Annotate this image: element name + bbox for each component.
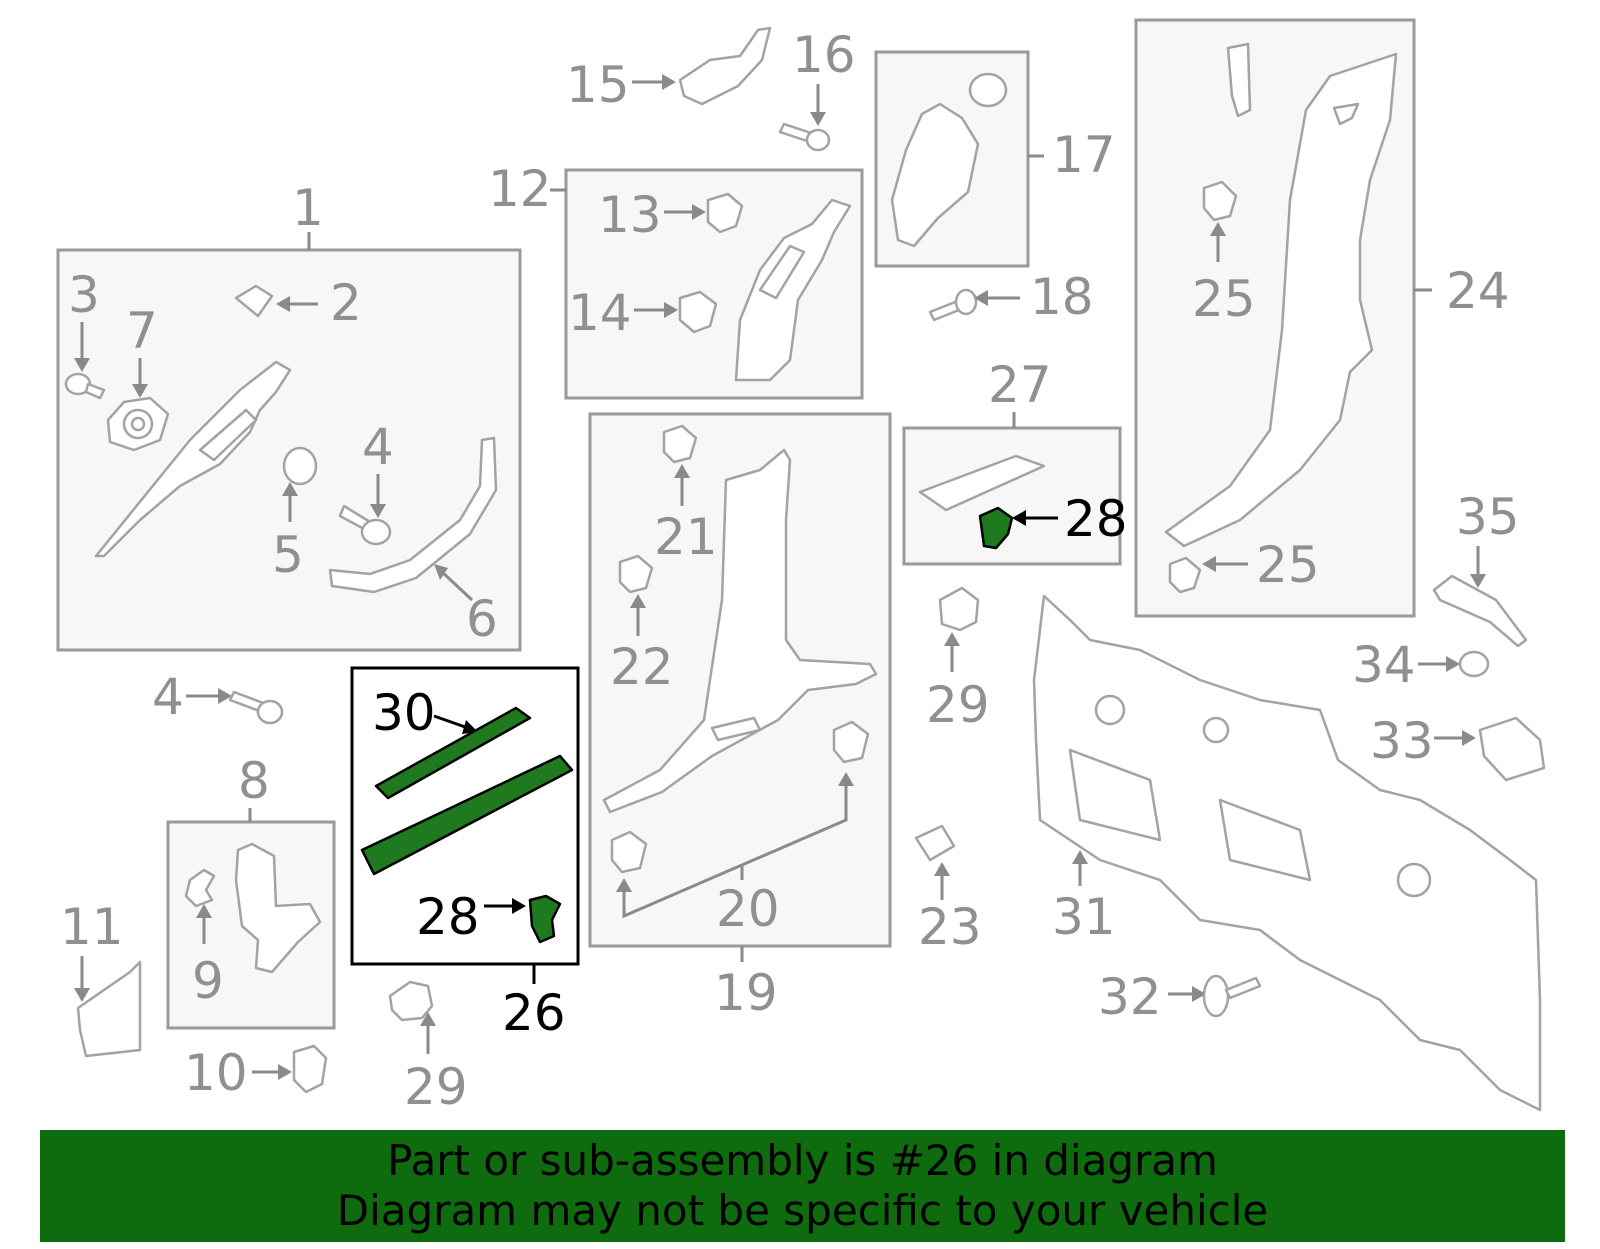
part-28-clip-lower[interactable] xyxy=(528,894,562,944)
callout-8: 8 xyxy=(238,752,270,810)
callout-15: 15 xyxy=(566,56,630,114)
part-14-clip xyxy=(678,290,718,334)
callout-29-lower: 29 xyxy=(404,1058,468,1116)
callout-20: 20 xyxy=(716,880,780,938)
part-25-clip-lower xyxy=(1168,556,1202,594)
callout-29-upper: 29 xyxy=(926,676,990,734)
part-21-clip xyxy=(662,424,698,464)
part-22-clip xyxy=(618,554,654,594)
part-2-clip xyxy=(234,284,274,318)
part-17-grommet xyxy=(968,72,1008,108)
part-15-bracket xyxy=(678,26,772,106)
callout-14: 14 xyxy=(568,284,632,342)
part-34-nut xyxy=(1458,650,1490,678)
callout-1: 1 xyxy=(292,179,324,237)
part-20-clip-left xyxy=(610,830,648,874)
callout-33: 33 xyxy=(1370,712,1434,770)
callout-31: 31 xyxy=(1052,888,1116,946)
callout-30: 30 xyxy=(372,684,436,742)
part-24-bracket xyxy=(1226,42,1252,118)
part-5-clip xyxy=(282,446,318,486)
callout-4-upper: 4 xyxy=(362,418,394,476)
callout-7: 7 xyxy=(126,302,158,360)
callout-19: 19 xyxy=(714,964,778,1022)
callout-3: 3 xyxy=(68,266,100,324)
part-1-pillar-trim xyxy=(94,360,292,558)
callout-18: 18 xyxy=(1030,268,1094,326)
part-27-vent xyxy=(918,454,1046,512)
part-6-trim-strip xyxy=(328,436,498,594)
callout-35: 35 xyxy=(1456,488,1520,546)
callout-28-upper: 28 xyxy=(1064,490,1128,548)
callout-11: 11 xyxy=(60,898,124,956)
callout-16: 16 xyxy=(792,26,856,84)
part-25-clip-upper xyxy=(1202,180,1238,222)
callout-13: 13 xyxy=(598,186,662,244)
callout-6: 6 xyxy=(466,590,498,648)
part-19-pillar-trim xyxy=(602,448,878,814)
callout-26: 26 xyxy=(502,984,566,1042)
callout-17: 17 xyxy=(1052,126,1116,184)
part-12-trim xyxy=(734,198,852,382)
part-29-clip-lower xyxy=(388,980,434,1022)
part-9-clip xyxy=(184,868,216,908)
part-35-bracket xyxy=(1432,574,1528,648)
part-32-fastener xyxy=(1202,974,1230,1018)
part-29-clip-upper xyxy=(938,586,980,632)
part-28-clip-upper[interactable] xyxy=(978,506,1014,550)
part-20-clip-right xyxy=(832,720,870,764)
banner-line-1: Part or sub-assembly is #26 in diagram xyxy=(387,1136,1218,1185)
callout-10: 10 xyxy=(184,1044,248,1102)
part-26-sill-plate[interactable] xyxy=(360,754,574,876)
callout-24: 24 xyxy=(1446,262,1510,320)
part-11-bracket xyxy=(76,960,142,1058)
banner-line-2: Diagram may not be specific to your vehi… xyxy=(336,1186,1269,1235)
callout-22: 22 xyxy=(610,638,674,696)
part-24-pillar-trim xyxy=(1164,52,1398,548)
callout-4-lower: 4 xyxy=(152,668,184,726)
callout-21: 21 xyxy=(654,508,718,566)
callout-2: 2 xyxy=(330,274,362,332)
callout-34: 34 xyxy=(1352,636,1416,694)
callout-25-upper: 25 xyxy=(1192,270,1256,328)
callout-27: 27 xyxy=(988,356,1052,414)
callout-28-lower: 28 xyxy=(416,888,480,946)
callout-23: 23 xyxy=(918,898,982,956)
info-banner: Part or sub-assembly is #26 in diagram D… xyxy=(40,1130,1565,1242)
part-8-trim xyxy=(234,842,322,974)
callout-12: 12 xyxy=(488,160,552,218)
part-17-trim xyxy=(890,102,980,248)
callout-5: 5 xyxy=(272,526,304,584)
callout-25-lower: 25 xyxy=(1256,536,1320,594)
callout-9: 9 xyxy=(192,952,224,1010)
callout-32: 32 xyxy=(1098,968,1162,1026)
part-23-clip xyxy=(914,824,956,862)
part-10-clip xyxy=(292,1044,328,1094)
part-30-scuff-plate[interactable] xyxy=(374,706,532,800)
part-13-clip xyxy=(706,192,744,234)
part-33-plug xyxy=(1478,716,1546,782)
